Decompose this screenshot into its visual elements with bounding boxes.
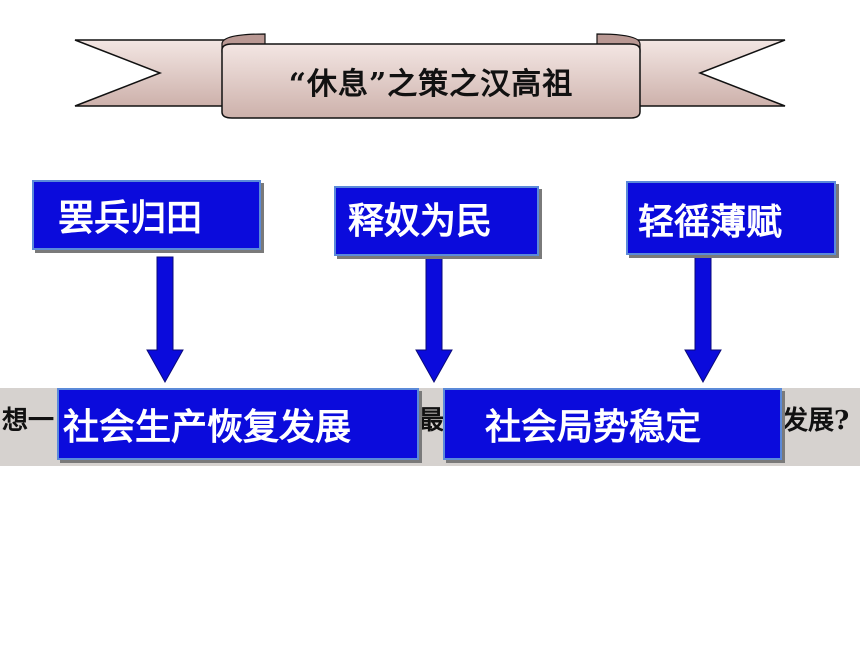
result-box-production-recovery: 社会生产恢复发展 (57, 388, 419, 460)
banner-main-panel (221, 43, 641, 119)
ribbon-banner (74, 33, 786, 119)
policy-label: 罢兵归田 (58, 197, 203, 239)
arrow-down-3 (684, 256, 722, 384)
question-fragment-left: 想一 (2, 406, 55, 436)
result-label: 社会生产恢复发展 (63, 406, 352, 448)
result-box-social-stability: 社会局势稳定 (443, 388, 782, 460)
question-fragment-right: 发展? (782, 406, 850, 436)
banner-left-tail (74, 39, 241, 107)
policy-label: 轻徭薄赋 (638, 201, 783, 243)
result-label: 社会局势稳定 (485, 406, 702, 448)
policy-box-disband-troops: 罢兵归田 (32, 180, 261, 250)
policy-box-free-slaves: 释奴为民 (334, 186, 539, 256)
banner-title: “休息”之策之汉高祖 (288, 67, 574, 102)
arrow-down-1 (146, 256, 184, 384)
policy-label: 释奴为民 (348, 200, 493, 242)
policy-box-light-taxes: 轻徭薄赋 (626, 181, 836, 255)
question-fragment-middle: 最 (418, 406, 445, 436)
arrow-down-2 (415, 256, 453, 384)
